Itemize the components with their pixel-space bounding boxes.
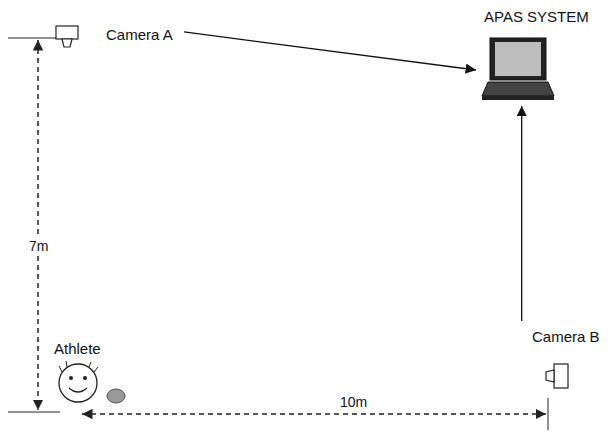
laptop-keyboard [482,82,554,96]
dimension-label: 10m [338,394,369,410]
signal-arrow [521,106,522,321]
extension-line [8,412,60,413]
athlete-head [59,364,97,402]
camera-body [554,364,568,388]
camera-node: Camera A [50,20,180,54]
dimension-line [37,40,39,410]
node-label: Camera B [532,328,600,346]
camera-body [56,26,78,39]
athlete-eye [69,376,73,380]
node-label: Camera A [106,26,173,44]
node-label: APAS SYSTEM [484,8,589,26]
athlete-mouth [69,388,87,392]
laptop-base [482,96,554,100]
athlete-node: Athlete [50,336,136,410]
camera-lens [546,370,554,382]
signal-arrow [184,32,476,70]
extension-line [548,398,549,430]
laptop-display [495,42,541,76]
shot-ball [107,389,125,403]
system-node: APAS SYSTEM [478,4,593,104]
camera-lens [62,39,72,47]
extension-line [8,38,58,39]
athlete-hair [59,361,98,372]
dimension-line [82,413,546,415]
node-label: Athlete [54,340,101,358]
athlete-eye [83,376,87,380]
laptop-screen [490,38,546,80]
dimension-label: 7m [27,238,50,254]
camera-node: Camera B [514,324,610,396]
